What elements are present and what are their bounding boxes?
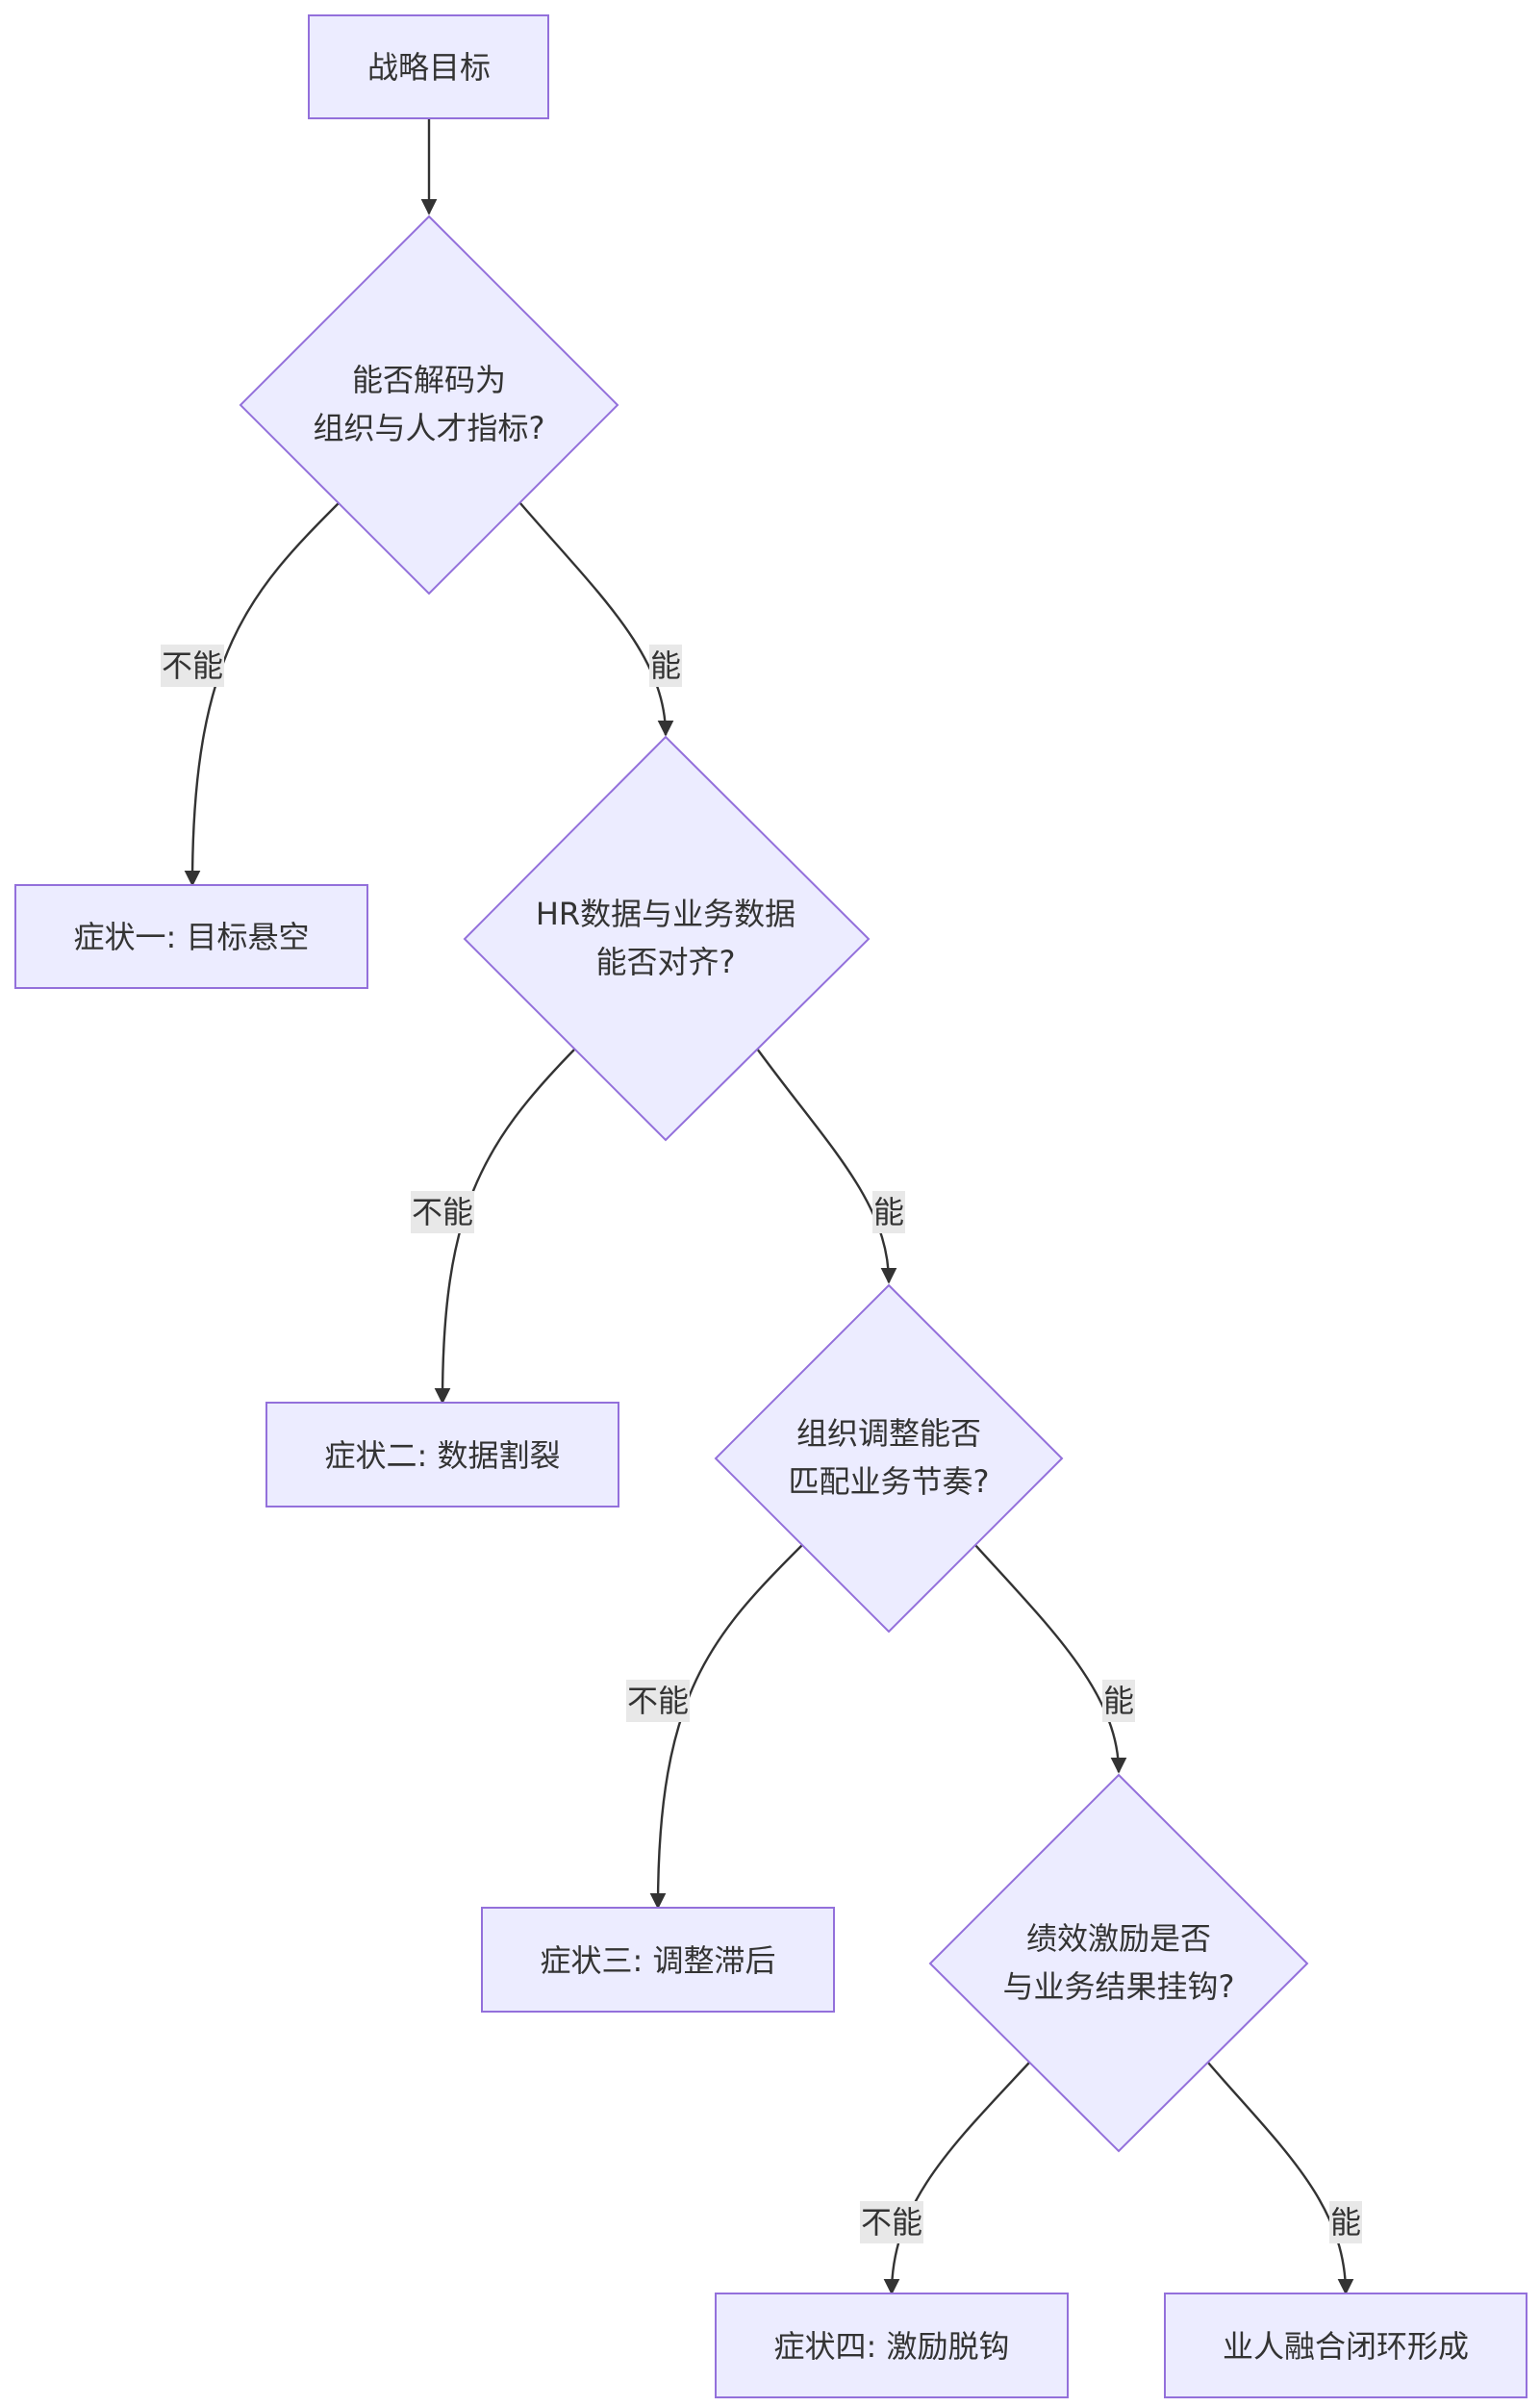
node-symptom-3[interactable]: 症状三: 调整滞后 [481, 1907, 835, 2013]
edge-q4-s4 [883, 2062, 1030, 2295]
svg-text:HR数据与业务数据: HR数据与业务数据 [536, 896, 795, 932]
svg-text:能: 能 [873, 1194, 904, 1230]
node-symptom-2[interactable]: 症状二: 数据割裂 [265, 1402, 619, 1508]
edge-label-q3-q4: 能 [1102, 1680, 1135, 1722]
edge-labels: 不能 能 不能 能 不能 能 不能 能 [161, 645, 1362, 2243]
edge-label-q2-q3: 能 [872, 1191, 905, 1233]
node-symptom-1[interactable]: 症状一: 目标悬空 [14, 884, 368, 989]
svg-text:症状四: 激励脱钩: 症状四: 激励脱钩 [774, 2328, 1010, 2365]
edges [184, 119, 1354, 2295]
edge-label-q1-s1: 不能 [161, 645, 224, 687]
edge-label-q3-s3: 不能 [626, 1680, 690, 1722]
edge-q1-s1 [184, 501, 341, 887]
edge-label-q1-q2: 能 [649, 645, 682, 687]
edge-q4-end [1207, 2062, 1354, 2295]
svg-text:不能: 不能 [162, 647, 223, 684]
svg-text:绩效激励是否: 绩效激励是否 [1026, 1920, 1211, 1957]
nodes: 战略目标 能否解码为 组织与人才指标? 症状一: 目标悬空 HR数据与业务数据 … [14, 14, 1527, 2398]
svg-text:组织与人才指标?: 组织与人才指标? [314, 410, 545, 446]
svg-text:能: 能 [1330, 2204, 1361, 2241]
node-symptom-4[interactable]: 症状四: 激励脱钩 [715, 2293, 1069, 2398]
svg-text:能: 能 [1103, 1683, 1134, 1719]
node-decision-q2[interactable]: HR数据与业务数据 能否对齐? [463, 735, 871, 1142]
edge-q2-s2 [434, 1048, 576, 1405]
svg-text:能否解码为: 能否解码为 [352, 362, 506, 398]
svg-text:组织调整能否: 组织调整能否 [796, 1415, 981, 1452]
svg-text:匹配业务节奏?: 匹配业务节奏? [789, 1463, 990, 1500]
edge-q3-s3 [649, 1543, 804, 1910]
svg-text:症状二: 数据割裂: 症状二: 数据割裂 [325, 1437, 561, 1474]
svg-text:不能: 不能 [412, 1194, 473, 1230]
node-decision-q4[interactable]: 绩效激励是否 与业务结果挂钩? [928, 1773, 1309, 2153]
svg-text:不能: 不能 [861, 2204, 922, 2241]
svg-text:症状一: 目标悬空: 症状一: 目标悬空 [74, 919, 310, 955]
svg-text:与业务结果挂钩?: 与业务结果挂钩? [1003, 1968, 1235, 2005]
svg-text:业人融合闭环形成: 业人融合闭环形成 [1223, 2328, 1469, 2365]
svg-text:不能: 不能 [627, 1683, 689, 1719]
svg-text:症状三: 调整滞后: 症状三: 调整滞后 [541, 1942, 776, 1979]
node-start[interactable]: 战略目标 [308, 14, 549, 119]
edge-q1-q2 [518, 501, 674, 737]
edge-q2-q3 [756, 1048, 897, 1284]
edge-label-q4-end: 能 [1329, 2201, 1362, 2243]
svg-text:能: 能 [650, 647, 681, 684]
edge-q3-q4 [973, 1543, 1127, 1774]
node-end[interactable]: 业人融合闭环形成 [1164, 2293, 1527, 2398]
node-decision-q1[interactable]: 能否解码为 组织与人才指标? [239, 215, 619, 595]
node-decision-q3[interactable]: 组织调整能否 匹配业务节奏? [714, 1283, 1064, 1634]
svg-text:能否对齐?: 能否对齐? [596, 944, 736, 980]
edge-label-q2-s2: 不能 [411, 1191, 474, 1233]
svg-text:战略目标: 战略目标 [367, 49, 491, 86]
edge-label-q4-s4: 不能 [860, 2201, 923, 2243]
